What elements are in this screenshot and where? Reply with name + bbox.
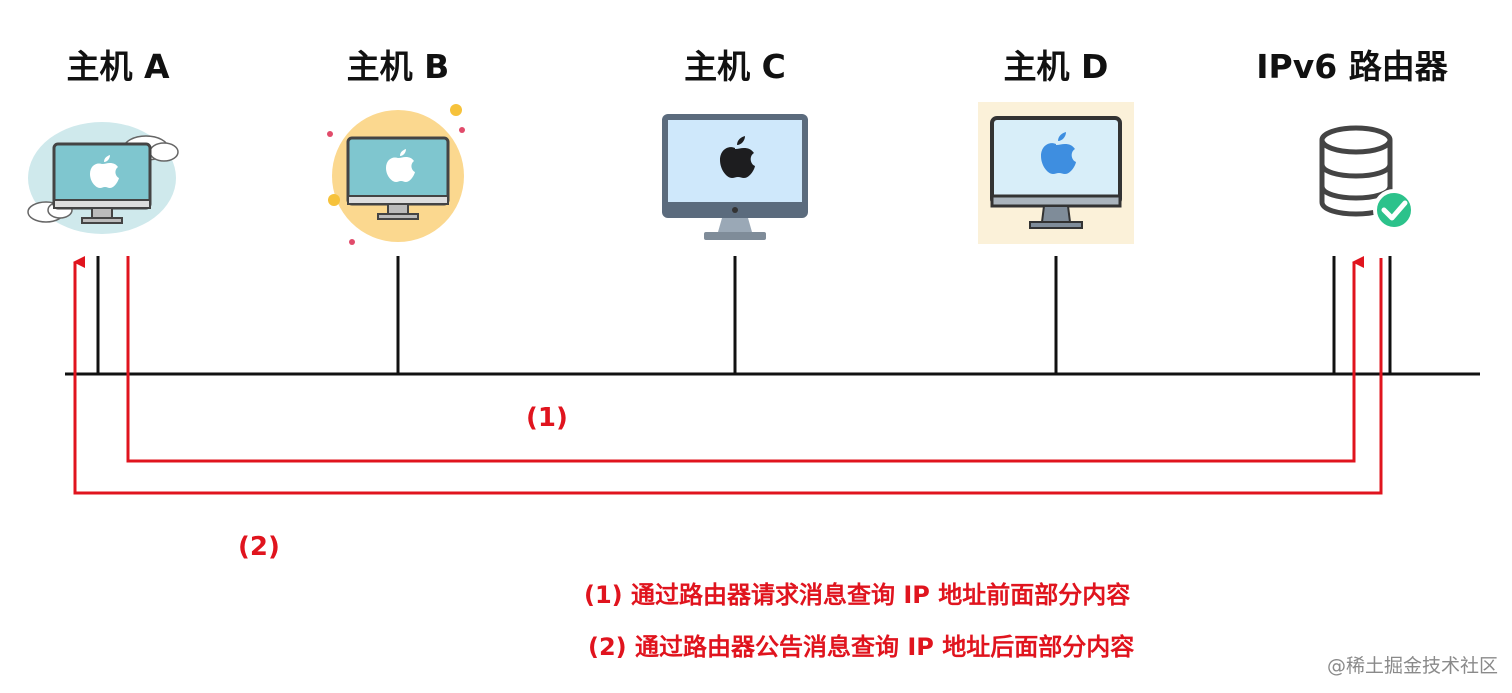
host-b-label: 主机 B [346, 47, 450, 86]
legend-line-2: (2) 通过路由器公告消息查询 IP 地址后面部分内容 [588, 633, 1135, 661]
host-d-monitor-icon [978, 102, 1134, 244]
host-d-label: 主机 D [1003, 47, 1109, 86]
router-label: IPv6 路由器 [1256, 47, 1448, 86]
host-b-monitor-icon [327, 104, 465, 245]
host-c-monitor-icon [662, 114, 808, 240]
host-a-monitor-icon [27, 122, 179, 234]
legend-line-1: (1) 通过路由器请求消息查询 IP 地址前面部分内容 [584, 581, 1131, 609]
watermark-text: @稀土掘金技术社区 [1326, 655, 1498, 677]
host-c-label: 主机 C [684, 47, 786, 86]
arrow-path-2 [73, 256, 1383, 495]
host-a-label: 主机 A [66, 47, 170, 86]
router-database-icon [1319, 125, 1415, 231]
step-1-label: (1) [526, 403, 568, 433]
step-2-label: (2) [238, 532, 280, 562]
arrow-path-1 [126, 256, 1364, 463]
